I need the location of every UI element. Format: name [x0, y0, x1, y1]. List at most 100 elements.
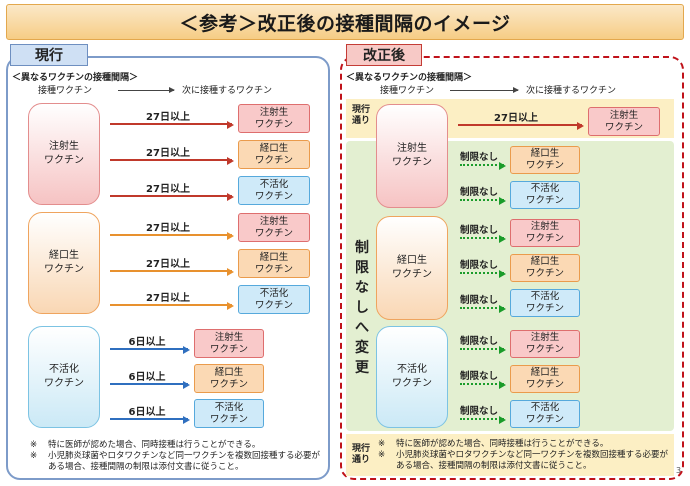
- vaccine-label-line1: 不活化: [49, 364, 79, 375]
- current-arrow: [110, 157, 234, 165]
- current-source-oral-live: 経口生ワクチン: [28, 212, 100, 314]
- vaccine-label-line1: 経口生: [397, 255, 427, 266]
- current-rule-label-bottom: 現行通り: [351, 444, 370, 465]
- target-line2: ワクチン: [254, 227, 293, 239]
- current-arrow: [110, 302, 234, 310]
- target-line1: 経口生: [214, 366, 244, 378]
- revised-source-injectable-live: 注射生ワクチン: [376, 104, 448, 208]
- revised-target-inactivated: 不活化ワクチン: [510, 181, 580, 209]
- current-tag: 現行: [10, 44, 88, 66]
- revised-arrow: [460, 381, 506, 389]
- revised-target-injectable-live: 注射生ワクチン: [588, 107, 660, 136]
- current-interval-label: 27日以上: [146, 112, 190, 123]
- revised-arrow: [460, 235, 506, 243]
- revised-interval-label: 制限なし: [460, 295, 499, 306]
- note-item: ※特に医師が認めた場合、同時接種は行うことができる。: [378, 439, 609, 449]
- revised-tag: 改正後: [346, 44, 422, 66]
- target-line1: 注射生: [530, 221, 560, 232]
- revised-interval-label: 制限なし: [460, 260, 499, 271]
- current-target-injectable-live: 注射生ワクチン: [194, 329, 264, 358]
- target-line2: ワクチン: [525, 160, 564, 171]
- revised-header-arrow: [450, 87, 519, 93]
- vaccine-label-line1: 注射生: [397, 143, 427, 154]
- revised-interval-label: 制限なし: [460, 371, 499, 382]
- revised-header-to: 次に接種するワクチン: [526, 86, 617, 96]
- target-line1: 不活化: [259, 178, 289, 190]
- current-arrow: [110, 121, 234, 129]
- current-rule-label: 現行通り: [351, 105, 370, 126]
- current-subheading: ＜異なるワクチンの接種間隔＞: [12, 73, 139, 83]
- current-source-injectable-live: 注射生ワクチン: [28, 103, 100, 205]
- target-line2: ワクチン: [525, 379, 564, 390]
- vaccine-label-line1: 経口生: [49, 250, 79, 261]
- vaccine-label-line2: ワクチン: [44, 155, 84, 166]
- revised-header-from: 接種ワクチン: [380, 86, 435, 96]
- revised-arrow: [460, 162, 506, 170]
- target-line1: 不活化: [530, 402, 560, 413]
- target-line1: 不活化: [214, 401, 244, 413]
- revised-source-oral-live: 経口生ワクチン: [376, 216, 448, 320]
- target-line2: ワクチン: [254, 299, 293, 311]
- target-line2: ワクチン: [525, 414, 564, 425]
- current-target-oral-live: 経口生ワクチン: [194, 364, 264, 393]
- current-target-inactivated: 不活化ワクチン: [238, 176, 310, 205]
- target-line1: 不活化: [259, 287, 289, 299]
- current-target-injectable-live: 注射生ワクチン: [238, 213, 310, 242]
- current-arrow: [110, 416, 190, 424]
- current-interval-label: 6日以上: [128, 337, 166, 348]
- revised-interval-label: 制限なし: [460, 187, 499, 198]
- revised-subheading: ＜異なるワクチンの接種間隔＞: [346, 73, 473, 83]
- target-line1: 注射生: [214, 331, 244, 343]
- target-line1: 経口生: [530, 256, 560, 267]
- vaccine-label-line2: ワクチン: [392, 269, 432, 280]
- revised-interval-label: 制限なし: [460, 406, 499, 417]
- target-line1: 不活化: [530, 183, 560, 194]
- target-line2: ワクチン: [254, 118, 293, 130]
- current-interval-label: 27日以上: [146, 259, 190, 270]
- target-line2: ワクチン: [209, 413, 248, 425]
- note-item: ※小児肺炎球菌やロタワクチンなど同一ワクチンを複数回接種する必要がある場合、接種…: [30, 451, 321, 472]
- revised-source-inactivated: 不活化ワクチン: [376, 326, 448, 428]
- vaccine-label-line1: 注射生: [49, 141, 79, 152]
- revised-arrow: [460, 197, 506, 205]
- revised-arrow: [460, 416, 506, 424]
- target-line2: ワクチン: [254, 154, 293, 166]
- current-target-inactivated: 不活化ワクチン: [238, 285, 310, 314]
- current-target-injectable-live: 注射生ワクチン: [238, 104, 310, 133]
- target-line2: ワクチン: [525, 233, 564, 244]
- target-line2: ワクチン: [604, 121, 643, 133]
- current-header-to: 次に接種するワクチン: [182, 86, 273, 96]
- revised-arrow: [460, 346, 506, 354]
- current-arrow: [110, 193, 234, 201]
- current-source-inactivated: 不活化ワクチン: [28, 326, 100, 428]
- no-limit-vertical-label: 制限なしへ変更: [355, 240, 369, 376]
- target-line1: 注射生: [609, 109, 639, 121]
- current-arrow: [110, 381, 190, 389]
- revised-interval-label: 制限なし: [460, 225, 499, 236]
- revised-interval-label: 27日以上: [494, 113, 538, 124]
- revised-target-oral-live: 経口生ワクチン: [510, 365, 580, 393]
- current-header-from: 接種ワクチン: [38, 86, 93, 96]
- vaccine-label-line2: ワクチン: [44, 264, 84, 275]
- target-line2: ワクチン: [254, 190, 293, 202]
- current-target-oral-live: 経口生ワクチン: [238, 140, 310, 169]
- note-item: ※特に医師が認めた場合、同時接種は行うことができる。: [30, 440, 261, 450]
- current-arrow: [110, 232, 234, 240]
- current-rule-band-bottom: [346, 434, 674, 476]
- target-line1: 注射生: [530, 332, 560, 343]
- target-line1: 経口生: [530, 367, 560, 378]
- target-line2: ワクチン: [525, 344, 564, 355]
- revised-target-injectable-live: 注射生ワクチン: [510, 219, 580, 247]
- current-interval-label: 27日以上: [146, 184, 190, 195]
- vaccine-label-line2: ワクチン: [392, 157, 432, 168]
- target-line1: 注射生: [259, 106, 289, 118]
- revised-notes: ※特に医師が認めた場合、同時接種は行うことができる。 ※小児肺炎球菌やロタワクチ…: [378, 439, 672, 472]
- target-line2: ワクチン: [209, 378, 248, 390]
- target-line2: ワクチン: [525, 268, 564, 279]
- revised-target-injectable-live: 注射生ワクチン: [510, 330, 580, 358]
- target-line1: 経口生: [530, 148, 560, 159]
- current-interval-label: 27日以上: [146, 223, 190, 234]
- current-header-arrow: [118, 87, 175, 93]
- vaccine-label-line2: ワクチン: [392, 378, 432, 389]
- current-arrow: [110, 346, 190, 354]
